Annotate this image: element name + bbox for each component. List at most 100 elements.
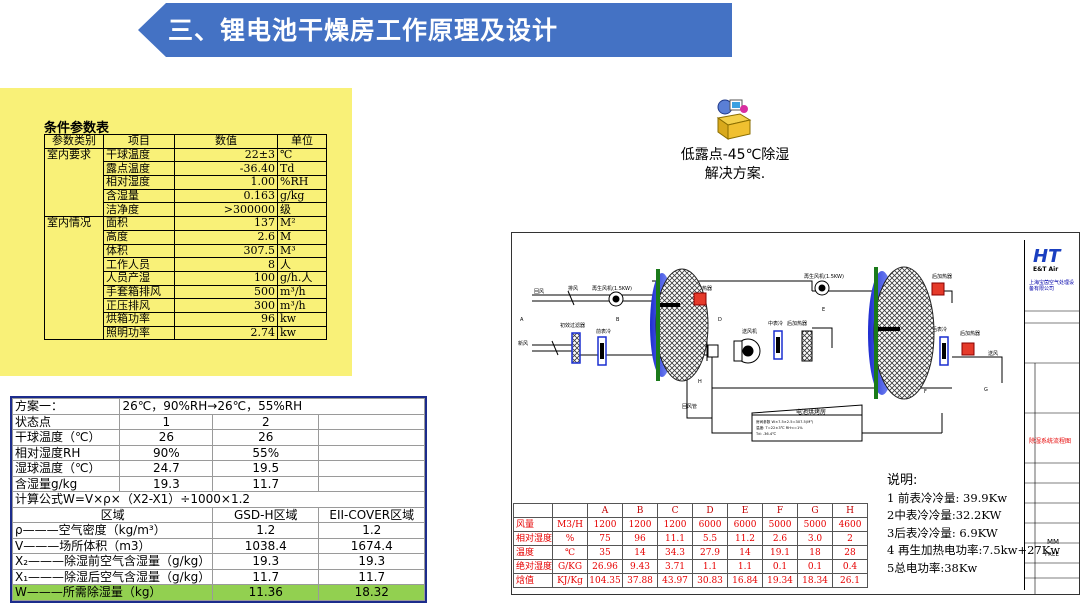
table-cell: 19.34	[762, 573, 799, 588]
table-cell: 26.1	[832, 573, 869, 588]
table-cell: 43.97	[657, 573, 694, 588]
table-cell: 34.3	[657, 545, 694, 560]
table-cell: 75	[587, 531, 624, 546]
table-cell: 11.7	[212, 568, 320, 585]
table-row-highlight: W———所需除湿量（kg） 11.36 18.32	[11, 584, 426, 601]
params-category: 室内情况	[44, 216, 104, 341]
post-cool-label: 后表冷	[932, 326, 947, 333]
table-row: ρ———空气密度（kg/m³） 1.2 1.2	[11, 522, 426, 539]
table-cell	[318, 413, 426, 430]
exhaust-label: 排风	[568, 285, 578, 292]
room-info-2: 温度: T=22±3℃ RH<=1%	[756, 425, 803, 430]
table-cell: 11.7	[318, 568, 426, 585]
table-row: X₁———除湿后空气含湿量（g/kg） 11.7 11.7	[11, 568, 426, 585]
param-value: 8	[174, 257, 278, 272]
return-air-label: 回风	[534, 289, 544, 295]
table-cell: 11.2	[727, 531, 764, 546]
params-header-cell: 项目	[103, 134, 175, 149]
installer-box-icon[interactable]	[710, 98, 754, 140]
table-cell: 18.32	[318, 584, 426, 601]
row-label: 相对湿度	[512, 531, 554, 546]
param-unit: %RH	[277, 175, 327, 190]
table-cell: 1200	[587, 517, 624, 532]
heater4-label: 后加热器	[960, 330, 980, 337]
param-unit: g/h.人	[277, 270, 327, 286]
table-row: 室内要求 干球温度 22±3 ℃	[44, 147, 327, 218]
param-unit: m³/h	[277, 298, 327, 313]
table-cell	[318, 444, 426, 461]
regen-fan-label: 再生风机(1.5KW)	[592, 285, 632, 292]
table-row: 方案一： 26℃，90%RH→26℃，55%RH	[11, 398, 426, 415]
point-label: A	[520, 317, 524, 323]
table-cell: 3.71	[657, 559, 694, 574]
param-value: 22±3	[174, 147, 278, 163]
param-value: 2.74	[174, 325, 278, 341]
notes-block: 说明: 1 前表冷冷量: 39.9Kw 2中表冷冷量:32.2KW 3后表冷冷量…	[887, 472, 1060, 577]
table-cell: V———场所体积（m3）	[11, 537, 214, 554]
drawing-name: 除湿系统流程图	[1029, 438, 1072, 445]
room-label: 电池烘烤房	[796, 408, 826, 416]
room-info-1: 房间参数 W×7.5×2.5=307.5(M³)	[756, 419, 814, 424]
table-row: 正压排风 300 m³/h	[45, 298, 327, 313]
table-row: 含湿量g/kg 19.3 11.7	[11, 475, 426, 492]
scheme-label: 方案一：	[11, 398, 121, 415]
table-cell: 0.1	[762, 559, 799, 574]
param-unit: 人	[277, 257, 327, 272]
table-cell: 状态点	[11, 413, 121, 430]
table-cell: 5000	[797, 517, 834, 532]
params-category: 室内要求	[44, 147, 104, 218]
row-unit: M3/H	[552, 517, 589, 532]
table-cell: 35	[587, 545, 624, 560]
heater2-label: 后加热器	[932, 273, 952, 280]
table-cell: 1.1	[692, 559, 729, 574]
table-cell: 2	[832, 531, 869, 546]
param-item: 含湿量	[103, 188, 175, 204]
desiccant-wheel-1	[650, 268, 709, 382]
param-value: 2.6	[174, 229, 278, 245]
param-item: 烘箱功率	[103, 311, 175, 327]
region-header: EII-COVER区域	[318, 506, 426, 523]
param-unit: M²	[277, 216, 327, 231]
table-cell: 干球温度（℃）	[11, 429, 121, 446]
region-header: GSD-H区域	[212, 506, 320, 523]
column-header: A	[587, 503, 624, 518]
solution-text-line1: 低露点-45℃除湿	[680, 147, 790, 163]
table-cell	[318, 475, 426, 492]
table-cell: 55%	[212, 444, 320, 461]
param-item: 干球温度	[103, 147, 175, 163]
table-cell: 湿球温度（℃）	[11, 460, 121, 477]
table-row: 风量 M3/H 1200 1200 1200 6000 6000 5000 50…	[512, 517, 869, 532]
params-header-cell: 单位	[277, 134, 327, 149]
point-label: H	[698, 379, 702, 385]
table-row: 干球温度（℃） 26 26	[11, 429, 426, 446]
param-item: 面积	[103, 216, 175, 231]
params-header-cell: 数值	[174, 134, 278, 149]
column-header: D	[692, 503, 729, 518]
table-cell: 90%	[119, 444, 214, 461]
filter-label: 初效过滤器	[560, 322, 585, 329]
row-label: 风量	[512, 517, 554, 532]
fan-icons	[608, 280, 830, 364]
room-info-3: Td: -36.4℃	[755, 432, 776, 436]
column-header: B	[622, 503, 659, 518]
scheme-condition: 26℃，90%RH→26℃，55%RH	[119, 398, 426, 415]
table-cell: 19.5	[212, 460, 320, 477]
scale-free: FREE	[1045, 552, 1059, 558]
flow-diagram-drawing: 回风 排风 再生风机(1.5KW) 再生加热器 再生风机(1.5KW) 后加热器…	[518, 266, 1079, 594]
company-logo: HT	[1033, 246, 1061, 267]
table-row: 体积 307.5 M³	[45, 243, 327, 259]
param-value: 500	[174, 284, 278, 300]
table-cell	[512, 503, 554, 518]
param-value: >300000	[174, 202, 278, 218]
table-cell: 6000	[692, 517, 729, 532]
table-cell: 0.1	[797, 559, 834, 574]
table-cell: 11.36	[212, 584, 320, 601]
table-cell: 104.35	[587, 573, 624, 588]
row-unit: KJ/Kg	[552, 573, 589, 588]
table-row: 状态点 1 2	[11, 413, 426, 430]
point-label: B	[616, 317, 620, 323]
filter-coil-icons	[571, 330, 949, 366]
banner-shape	[138, 3, 732, 57]
table-cell	[318, 429, 426, 446]
table-cell: W———所需除湿量（kg）	[11, 584, 214, 601]
